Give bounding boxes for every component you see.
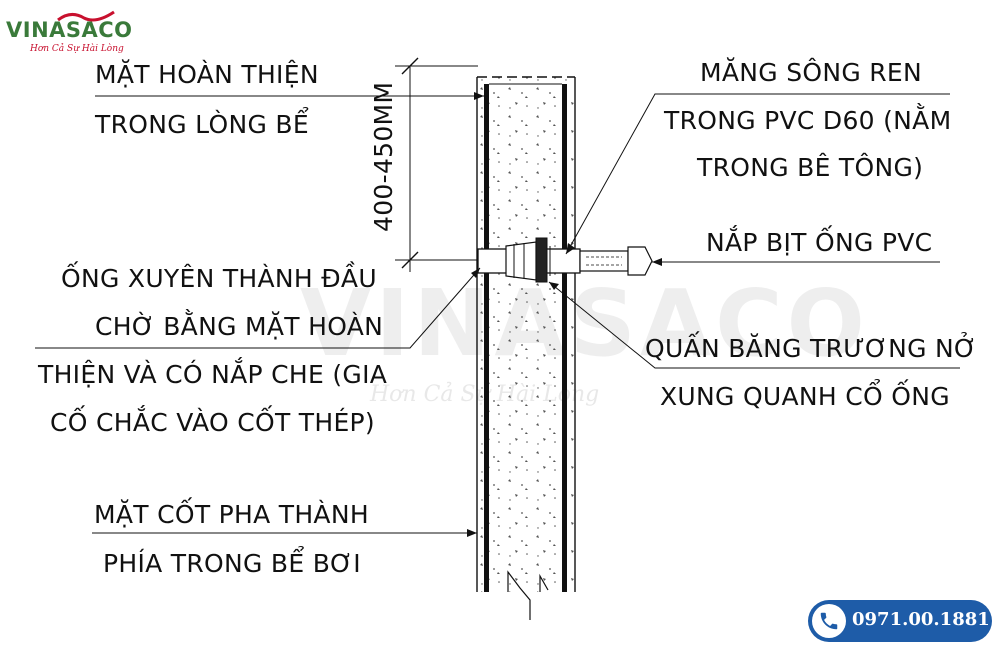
finish-layer-right [562, 84, 567, 592]
label-pipe-line2: CHỜ BẰNG MẶT HOÀN [95, 312, 384, 341]
label-cap: NẮP BỊT ỐNG PVC [706, 228, 933, 257]
wave-icon [57, 10, 115, 22]
pipe-flange [535, 237, 548, 283]
label-finish-line1: MẶT HOÀN THIỆN [95, 60, 319, 89]
pipe-cap-tip [627, 246, 653, 276]
label-tape-line1: QUẤN BĂNG TRƯƠNG NỞ [645, 334, 978, 363]
label-socket-line3: TRONG BÊ TÔNG) [697, 153, 924, 182]
break-line [507, 570, 531, 620]
label-pipe-line3: THIỆN VÀ CÓ NẮP CHE (GIA [38, 360, 388, 389]
finish-layer-left [484, 84, 489, 592]
phone-icon [812, 604, 846, 638]
logo-tagline: Hơn Cả Sự Hài Lòng [30, 44, 124, 54]
label-pipe-line1: ỐNG XUYÊN THÀNH ĐẦU [61, 264, 377, 293]
label-form-line2: PHÍA TRONG BỂ BƠI [103, 549, 361, 578]
label-finish-line2: TRONG LÒNG BỂ [95, 110, 309, 139]
label-socket-line2: TRONG PVC D60 (NẰM [664, 106, 952, 135]
label-pipe-line4: CỐ CHẮC VÀO CỐT THÉP) [50, 408, 375, 437]
label-form-line1: MẶT CỐT PHA THÀNH [94, 500, 369, 529]
watermark-logo: VINASACO [300, 270, 869, 377]
leader-tape [548, 281, 960, 369]
label-socket-line1: MĂNG SÔNG REN [700, 58, 923, 87]
phone-button[interactable]: 0971.00.1881 [808, 600, 992, 642]
dimension-text: 400-450MM [369, 81, 398, 232]
logo-name: VINASACO [6, 18, 133, 42]
break-line-2 [539, 573, 549, 592]
concrete-wall [477, 77, 575, 592]
phone-number: 0971.00.1881 [852, 609, 990, 630]
leader-socket [565, 93, 950, 255]
leader-pipe [35, 267, 481, 349]
pipe-socket [505, 241, 537, 281]
pipe-cap [579, 250, 629, 272]
label-tape-line2: XUNG QUANH CỔ ỐNG [660, 382, 950, 411]
